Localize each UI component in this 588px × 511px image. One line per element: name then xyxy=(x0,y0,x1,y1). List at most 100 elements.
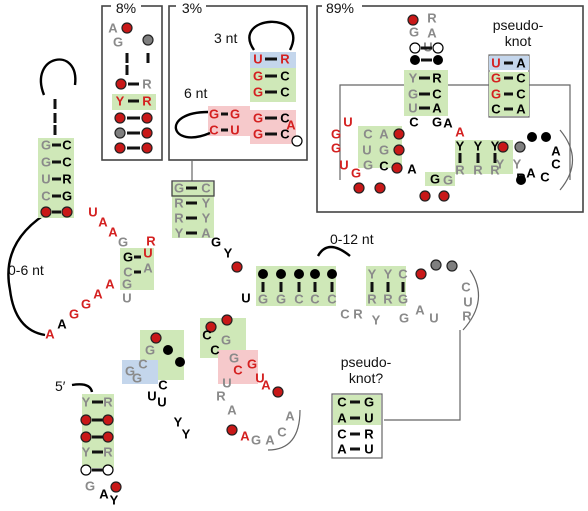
nucleotide: A xyxy=(551,144,561,159)
nucleotide-circle xyxy=(141,127,153,139)
nucleotide: Y xyxy=(224,246,233,261)
nucleotide-circle xyxy=(80,464,92,476)
nucleotide: R xyxy=(427,11,437,26)
nucleotide: C xyxy=(461,280,471,295)
nucleotide: A xyxy=(227,403,237,418)
helix-shade xyxy=(250,110,296,144)
nucleotide: G xyxy=(230,107,240,122)
nucleotide: A xyxy=(443,116,453,131)
nucleotide: G xyxy=(85,479,95,494)
nucleotide: A xyxy=(407,162,417,177)
nucleotide: G xyxy=(113,35,123,50)
mpk-r0: G xyxy=(364,395,374,410)
nucleotide: G xyxy=(253,69,263,84)
nucleotide: Y xyxy=(474,139,483,154)
nucleotide: U xyxy=(122,291,131,306)
inset-89-frame xyxy=(316,5,584,213)
nucleotide: G xyxy=(276,292,286,307)
nucleotide-circle xyxy=(40,206,52,218)
nucleotide: G xyxy=(399,311,409,326)
nucleotide: G xyxy=(123,250,133,265)
nucleotide: G xyxy=(432,115,442,130)
nucleotide-circle xyxy=(410,55,420,65)
nucleotide: Y xyxy=(368,267,377,282)
inset-3-loop-label: 3 nt xyxy=(214,30,237,46)
nucleotide-circle xyxy=(61,206,73,218)
nucleotide: C xyxy=(280,69,290,84)
nucleotide: G xyxy=(41,155,51,170)
nucleotide: Y xyxy=(372,313,381,328)
nucleotide: R xyxy=(103,395,113,410)
nucleotide: C xyxy=(210,343,220,358)
nucleotide: C xyxy=(62,138,72,153)
nucleotide-circle xyxy=(516,175,526,185)
nucleotide-circle xyxy=(221,314,233,326)
nucleotide: R xyxy=(174,211,184,226)
helix-shade xyxy=(250,68,296,102)
mpk-r2: R xyxy=(364,427,374,442)
nucleotide: U xyxy=(88,205,97,220)
nucleotide: U xyxy=(343,115,352,130)
nucleotide: A xyxy=(285,409,295,424)
nucleotide: G xyxy=(69,307,79,322)
nucleotide: G xyxy=(221,333,231,348)
helix-shade xyxy=(122,360,158,384)
nucleotide-circle xyxy=(114,142,126,154)
nucleotide: G xyxy=(443,173,453,188)
nucleotide: Y xyxy=(175,226,184,241)
nucleotide: R xyxy=(103,445,113,460)
nucleotide: G xyxy=(251,433,261,448)
nucleotide-circle xyxy=(114,112,126,124)
nucleotide: U xyxy=(339,158,348,173)
nucleotide: R xyxy=(142,94,152,109)
nucleotide: C xyxy=(41,189,51,204)
ipk-r0: A xyxy=(516,56,526,71)
nucleotide-circle xyxy=(163,345,173,355)
nucleotide: G xyxy=(258,292,268,307)
ipk-l2: G xyxy=(491,87,501,102)
nucleotide: C xyxy=(398,267,408,282)
mpk-l0: C xyxy=(337,395,347,410)
nucleotide: G xyxy=(430,172,440,187)
nucleotide: U xyxy=(143,246,152,261)
mpk-r3: U xyxy=(364,442,373,457)
nucleotide-circle xyxy=(150,332,162,344)
ipk-r2: C xyxy=(516,87,526,102)
loop-6nt xyxy=(174,110,211,139)
nucleotide: G xyxy=(118,235,128,250)
nucleotide: G xyxy=(81,297,91,312)
nucleotide: G xyxy=(253,127,263,142)
nucleotide: G xyxy=(62,189,72,204)
inset-3-frame xyxy=(168,5,308,161)
ipk-l3: C xyxy=(491,102,501,117)
nucleotide: Y xyxy=(110,493,119,508)
nucleotide: A xyxy=(93,287,103,302)
nucleotide-circle xyxy=(102,431,114,443)
nucleotide: R xyxy=(462,309,472,324)
nucleotide-circle xyxy=(409,42,421,54)
nucleotide-circle xyxy=(226,424,238,436)
nucleotide: G xyxy=(398,292,408,307)
nucleotide: Y xyxy=(82,445,91,460)
nucleotide: U xyxy=(41,172,50,187)
nucleotide: Y xyxy=(202,196,211,211)
nucleotide-circle xyxy=(276,269,286,279)
nucleotide-circle xyxy=(353,182,365,194)
inset-pseudoknot-label-1: pseudo- xyxy=(493,17,544,33)
nucleotide: A xyxy=(455,125,465,140)
nucleotide-circle xyxy=(141,112,153,124)
helix-shade xyxy=(425,172,455,186)
nucleotide-circle xyxy=(374,182,386,194)
nucleotide: U xyxy=(241,291,250,306)
nucleotide-circle xyxy=(121,22,133,34)
nucleotide: C xyxy=(409,115,419,130)
nucleotide: G xyxy=(211,235,221,250)
inset-8-label: 8% xyxy=(116,0,136,16)
nucleotide: R xyxy=(216,389,226,404)
nucleotide-circle xyxy=(114,127,126,139)
ipk-r3: A xyxy=(516,102,526,117)
nucleotide: R xyxy=(383,292,393,307)
inset-3-label: 3% xyxy=(182,0,202,16)
nucleotide-circle xyxy=(258,269,268,279)
mpk-l3: A xyxy=(337,442,347,457)
